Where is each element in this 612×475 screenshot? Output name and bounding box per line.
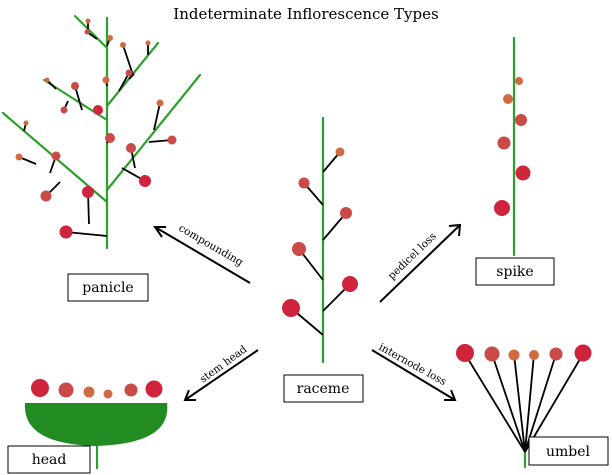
internode-loss-arrow-label: internode loss (377, 341, 449, 388)
spike-illustration (494, 36, 531, 257)
head-label: head (7, 445, 91, 474)
panicle-illustration (1, 14, 202, 250)
umbel-label: umbel (528, 436, 609, 466)
head-illustration (24, 379, 168, 470)
raceme-label-text: raceme (297, 381, 350, 397)
spike-label: spike (475, 257, 555, 286)
raceme-illustration (282, 116, 358, 364)
umbel-label-text: umbel (546, 444, 591, 460)
stem-head-arrow-label: stem head (198, 343, 250, 385)
head-label-text: head (32, 452, 67, 468)
panicle-label-text: panicle (82, 280, 133, 296)
umbel-illustration (456, 344, 592, 469)
compounding-arrow: compounding (153, 222, 251, 284)
raceme-label: raceme (283, 374, 364, 403)
pedicel-loss-arrow: pedicel loss (379, 223, 462, 303)
stem-head-arrow: stem head (183, 343, 259, 401)
pedicel-loss-arrow-label: pedicel loss (386, 230, 439, 282)
internode-loss-arrow: internode loss (371, 341, 457, 401)
panicle-label: panicle (67, 273, 149, 302)
diagram-title: Indeterminate Inflorescence Types (173, 5, 438, 23)
spike-label-text: spike (496, 264, 533, 280)
